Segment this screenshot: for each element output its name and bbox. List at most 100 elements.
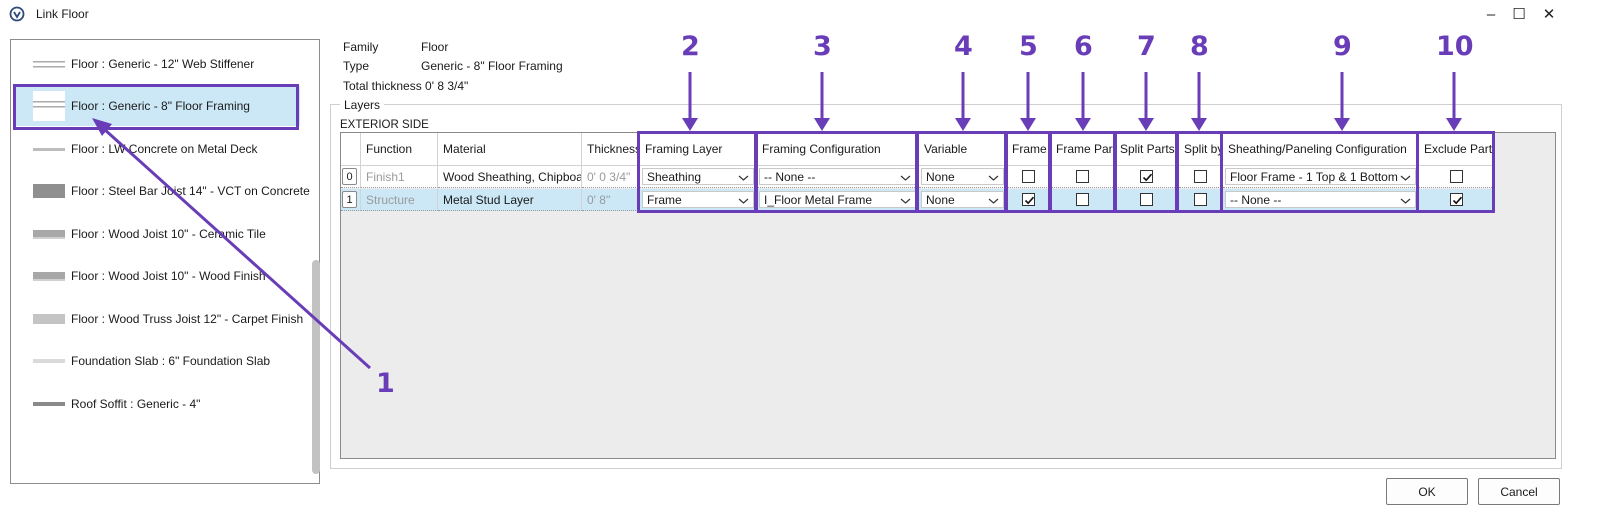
row-index-cell[interactable]: 1 — [341, 189, 361, 211]
variable-dropdown[interactable]: None — [921, 191, 1004, 208]
thickness-label: Total thickness — [343, 79, 422, 93]
list-item-label: Floor : Generic - 12" Web Stiffener — [71, 57, 255, 71]
floor-swatch-icon — [33, 61, 65, 68]
function-cell[interactable]: Finish1 — [361, 166, 438, 188]
floor-type-list[interactable]: Floor : Generic - 12" Web Stiffener Floo… — [10, 39, 320, 484]
floor-swatch-icon — [33, 402, 65, 406]
list-item-label: Roof Soffit : Generic - 4" — [71, 397, 201, 411]
frame-part-checkbox[interactable] — [1076, 193, 1089, 206]
framing-config-dropdown[interactable]: -- None -- — [759, 168, 916, 185]
floor-swatch-icon — [33, 314, 65, 324]
annotation-number-6: 6 — [1074, 31, 1093, 62]
exclude-parts-checkbox[interactable] — [1449, 193, 1463, 206]
split-by-checkbox[interactable] — [1194, 170, 1207, 183]
maximize-button[interactable]: ☐ — [1512, 6, 1526, 23]
annotation-number-3: 3 — [813, 31, 832, 62]
split-parts-checkbox[interactable] — [1140, 170, 1153, 183]
column-header-frame: Frame — [1007, 133, 1051, 166]
function-cell[interactable]: Structure — [361, 189, 438, 211]
chevron-down-icon — [1400, 175, 1411, 181]
annotation-number-8: 8 — [1190, 31, 1209, 62]
thickness-row: Total thickness 0' 8 3/4" — [343, 79, 468, 93]
chevron-down-icon — [738, 175, 749, 181]
material-cell[interactable]: Wood Sheathing, Chipboar — [438, 166, 582, 188]
sheathing-config-dropdown[interactable]: -- None -- — [1225, 191, 1416, 208]
floor-swatch-icon — [33, 148, 65, 151]
layers-group — [330, 104, 1562, 469]
list-item[interactable]: Floor : LW Concrete on Metal Deck — [15, 129, 300, 169]
dropdown-value: Floor Frame - 1 Top & 1 Bottom — [1230, 169, 1398, 184]
close-button[interactable]: ✕ — [1542, 6, 1556, 23]
dropdown-value: Frame — [647, 192, 682, 207]
split-parts-cell — [1115, 189, 1179, 211]
annotation-number-10: 10 — [1436, 31, 1474, 62]
dropdown-value: None — [926, 192, 955, 207]
framing-config-cell: I_Floor Metal Frame — [757, 189, 919, 211]
chevron-down-icon — [738, 198, 749, 204]
list-item[interactable]: Floor : Generic - 12" Web Stiffener — [15, 44, 300, 84]
layers-group-label: Layers — [340, 98, 385, 112]
frame-checkbox[interactable] — [1022, 170, 1035, 183]
variable-dropdown[interactable]: None — [921, 168, 1004, 185]
thickness-cell[interactable]: 0' 8" — [582, 189, 640, 211]
list-item[interactable]: Floor : Steel Bar Joist 14" - VCT on Con… — [15, 171, 310, 211]
list-item[interactable]: Foundation Slab : 6" Foundation Slab — [15, 341, 300, 381]
column-header-material: Material — [438, 133, 582, 166]
exterior-side-label: EXTERIOR SIDE — [340, 119, 429, 131]
ok-button[interactable]: OK — [1386, 478, 1468, 505]
annotation-number-2: 2 — [681, 31, 700, 62]
row-index-header — [341, 133, 361, 166]
column-header-function: Function — [361, 133, 438, 166]
list-item-selected[interactable]: Floor : Generic - 8" Floor Framing — [15, 86, 300, 126]
list-item[interactable]: Floor : Wood Joist 10" - Wood Finish — [15, 256, 300, 296]
layers-table: Function Material Thickness Framing Laye… — [340, 132, 1556, 459]
column-header-sheathing-configuration: Sheathing/Paneling Configuration — [1223, 133, 1419, 166]
split-by-checkbox[interactable] — [1194, 193, 1207, 206]
column-header-exclude-parts: Exclude Parts — [1419, 133, 1494, 166]
list-item-label: Floor : LW Concrete on Metal Deck — [71, 142, 258, 156]
app-logo-icon — [9, 6, 25, 22]
list-item[interactable]: Roof Soffit : Generic - 4" — [15, 384, 300, 424]
framing-config-cell: -- None -- — [757, 166, 919, 188]
chevron-down-icon — [1400, 198, 1411, 204]
framing-config-dropdown[interactable]: I_Floor Metal Frame — [759, 191, 916, 208]
exclude-parts-cell — [1419, 166, 1494, 188]
minimize-button[interactable]: – — [1486, 5, 1496, 23]
column-header-framing-configuration: Framing Configuration — [757, 133, 919, 166]
window-title: Link Floor — [36, 7, 89, 21]
column-header-thickness: Thickness — [582, 133, 640, 166]
frame-part-cell — [1051, 166, 1115, 188]
thickness-cell[interactable]: 0' 0 3/4" — [582, 166, 640, 188]
dropdown-value: -- None -- — [1230, 192, 1282, 207]
list-scrollbar[interactable] — [311, 44, 321, 480]
family-label: Family — [343, 40, 379, 54]
row-index-cell[interactable]: 0 — [341, 166, 361, 188]
dropdown-value: None — [926, 169, 955, 184]
scroll-thumb[interactable] — [312, 260, 320, 474]
split-parts-checkbox[interactable] — [1140, 193, 1153, 206]
column-header-split-by: Split by — [1179, 133, 1223, 166]
family-value: Floor — [421, 40, 449, 54]
frame-checkbox[interactable] — [1022, 193, 1035, 206]
column-header-variable: Variable — [919, 133, 1007, 166]
frame-cell — [1007, 166, 1051, 188]
dropdown-value: I_Floor Metal Frame — [764, 192, 873, 207]
annotation-number-1: 1 — [376, 368, 395, 399]
annotation-number-9: 9 — [1333, 31, 1352, 62]
framing-layer-dropdown[interactable]: Sheathing — [642, 168, 754, 185]
row-index: 0 — [342, 168, 357, 185]
column-header-framing-layer: Framing Layer — [640, 133, 757, 166]
row-index: 1 — [342, 191, 357, 208]
frame-part-checkbox[interactable] — [1076, 170, 1089, 183]
exclude-parts-checkbox[interactable] — [1449, 170, 1463, 183]
material-cell[interactable]: Metal Stud Layer — [438, 189, 582, 211]
list-item[interactable]: Floor : Wood Truss Joist 12" - Carpet Fi… — [15, 299, 303, 339]
check-icon — [1024, 196, 1035, 205]
split-by-cell — [1179, 189, 1223, 211]
sheathing-config-dropdown[interactable]: Floor Frame - 1 Top & 1 Bottom — [1225, 168, 1416, 185]
thickness-value: 0' 8 3/4" — [425, 79, 469, 93]
cancel-button[interactable]: Cancel — [1478, 478, 1560, 505]
framing-layer-dropdown[interactable]: Frame — [642, 191, 754, 208]
floor-swatch-icon — [33, 184, 65, 198]
